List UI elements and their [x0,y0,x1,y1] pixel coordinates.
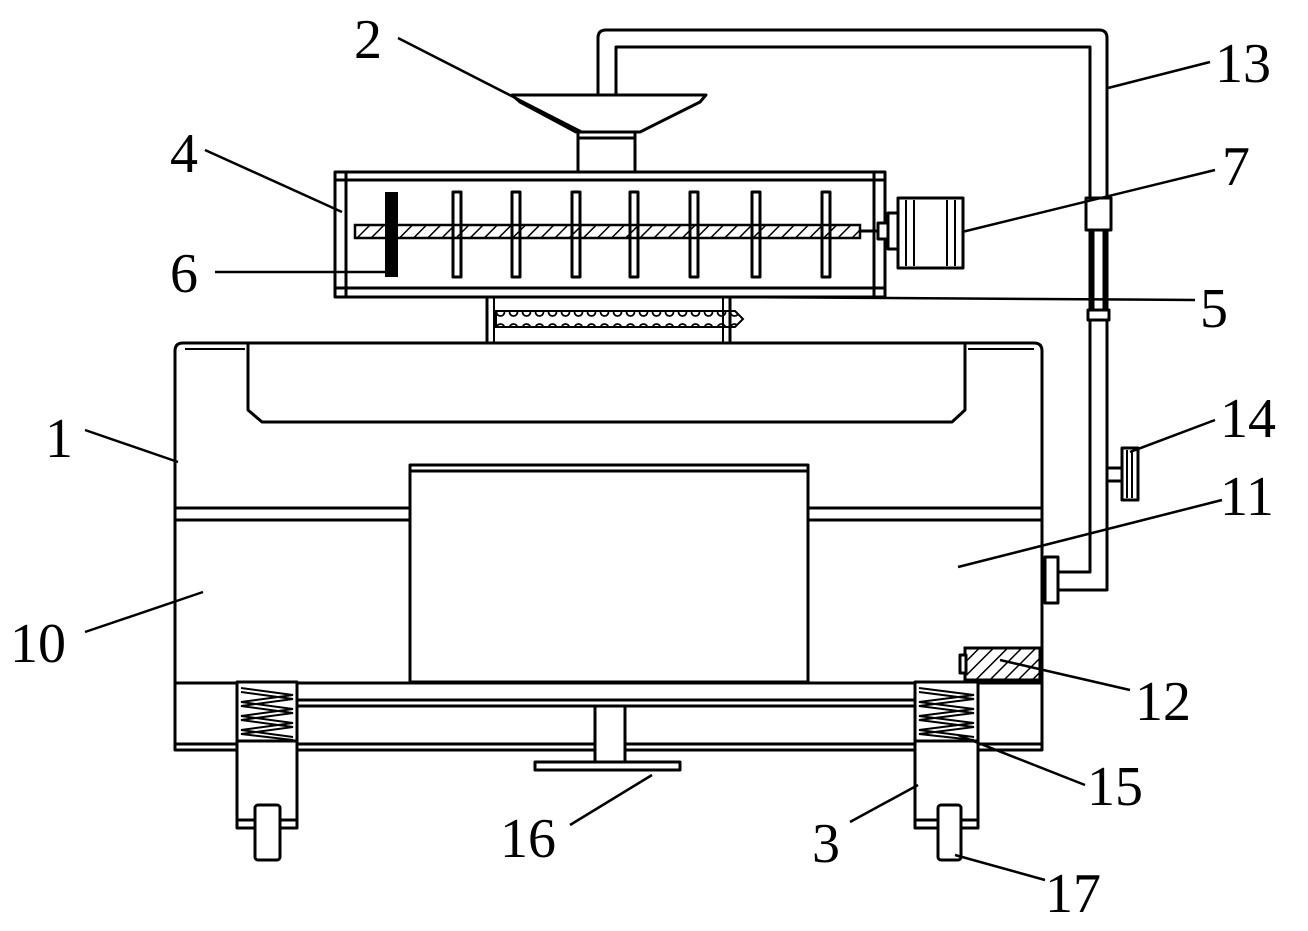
scraper-plate [385,192,398,277]
callout-16: 16 [500,808,556,870]
pump-connector [1043,555,1060,605]
callout-4: 4 [170,123,198,185]
callout-17: 17 [1045,863,1101,925]
caster-wheel [936,803,963,862]
callout-12: 12 [1135,671,1191,733]
main-body [173,341,1044,752]
callout-2: 2 [354,9,382,71]
support-foot [533,704,682,772]
pipe-coupling-upper [1084,196,1113,232]
callout-1: 1 [45,408,73,470]
callout-labels: 1 2 3 4 5 6 7 10 11 12 13 14 15 16 17 [10,9,1276,925]
right-leg [913,680,980,862]
left-leg [235,680,299,862]
inner-chamber [408,463,810,684]
spring [240,687,294,738]
leader-lines [84,36,1223,882]
callout-10: 10 [10,613,66,675]
caster-wheel [253,803,282,862]
callout-13: 13 [1215,33,1271,95]
motor [886,196,965,270]
stirring-shaft [353,221,890,241]
callout-14: 14 [1220,388,1276,450]
spring [918,687,975,738]
callout-11: 11 [1220,466,1274,528]
valve-knob [1105,446,1140,502]
pipe [596,28,1113,592]
callout-7: 7 [1222,136,1250,198]
filter-screen [485,295,745,345]
callout-15: 15 [1087,756,1143,818]
callout-5: 5 [1200,278,1228,340]
callout-6: 6 [170,243,198,305]
hopper [510,93,708,174]
pipe-coupling-lower [1086,308,1111,322]
heating-block [958,646,1042,682]
callout-3: 3 [812,813,840,875]
